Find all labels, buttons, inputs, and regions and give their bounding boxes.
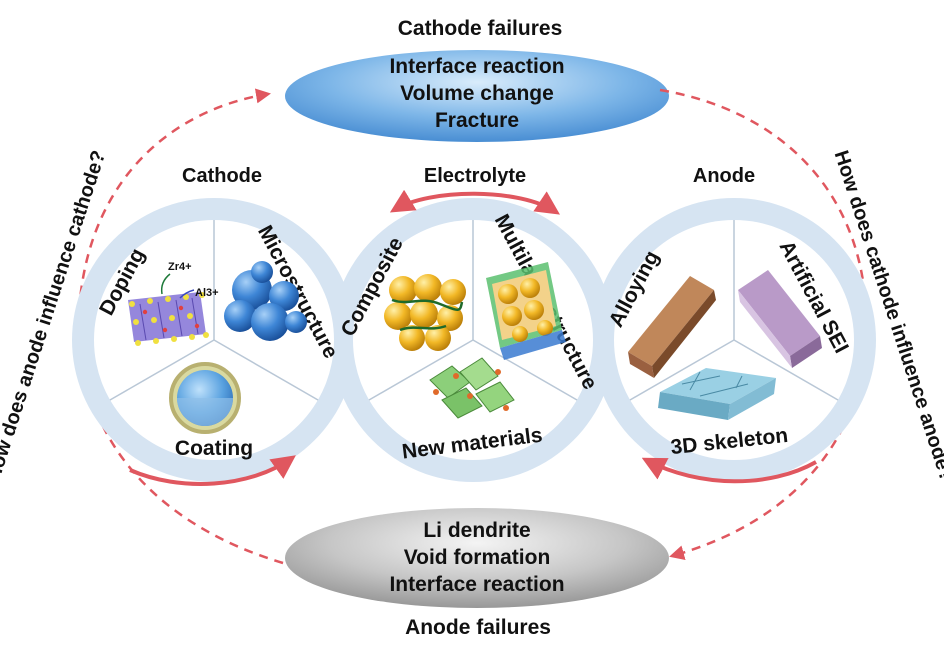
dividers xyxy=(109,220,839,401)
segment-label-coating: Coating xyxy=(175,437,253,460)
electrolyte-title: Electrolyte xyxy=(424,165,526,187)
cathode-failures-title: Cathode failures xyxy=(398,17,563,40)
cathode-curved-arrow xyxy=(129,455,296,486)
cathode-title: Cathode xyxy=(182,165,262,187)
anode-failure-item: Li dendrite xyxy=(423,519,530,542)
composite-particles-image xyxy=(384,274,466,351)
artificial-sei-slab-image xyxy=(738,270,822,368)
anode-failures-ellipse xyxy=(285,508,669,608)
microstructure-spheres-image xyxy=(224,261,307,341)
anode-failure-item: Void formation xyxy=(404,546,551,569)
cathode-failure-item: Volume change xyxy=(400,82,554,105)
coating-sphere-image xyxy=(169,362,241,434)
cathode-failures-group: Cathode failures Interface reaction Volu… xyxy=(285,17,669,142)
ion-label-zr: Zr4+ xyxy=(168,261,192,273)
alloying-slab-image xyxy=(628,276,716,378)
anode-curved-arrow xyxy=(641,457,817,484)
electrolyte-double-arrow xyxy=(389,189,560,215)
ion-label-al: Al3+ xyxy=(195,287,219,299)
anode-failures-group: Li dendrite Void formation Interface rea… xyxy=(285,508,669,639)
new-materials-crystal-image xyxy=(429,357,515,419)
doping-lattice-image: Zr4+ Al3+ xyxy=(128,261,219,346)
anode-failure-item: Interface reaction xyxy=(389,573,564,596)
anode-title: Anode xyxy=(693,165,755,187)
cathode-failures-ellipse xyxy=(285,50,669,142)
3d-skeleton-block-image xyxy=(658,368,776,420)
cathode-failure-item: Interface reaction xyxy=(389,55,564,78)
anode-failures-title: Anode failures xyxy=(405,616,551,639)
multilayer-structure-image xyxy=(486,262,566,360)
cathode-failure-item: Fracture xyxy=(435,109,519,132)
